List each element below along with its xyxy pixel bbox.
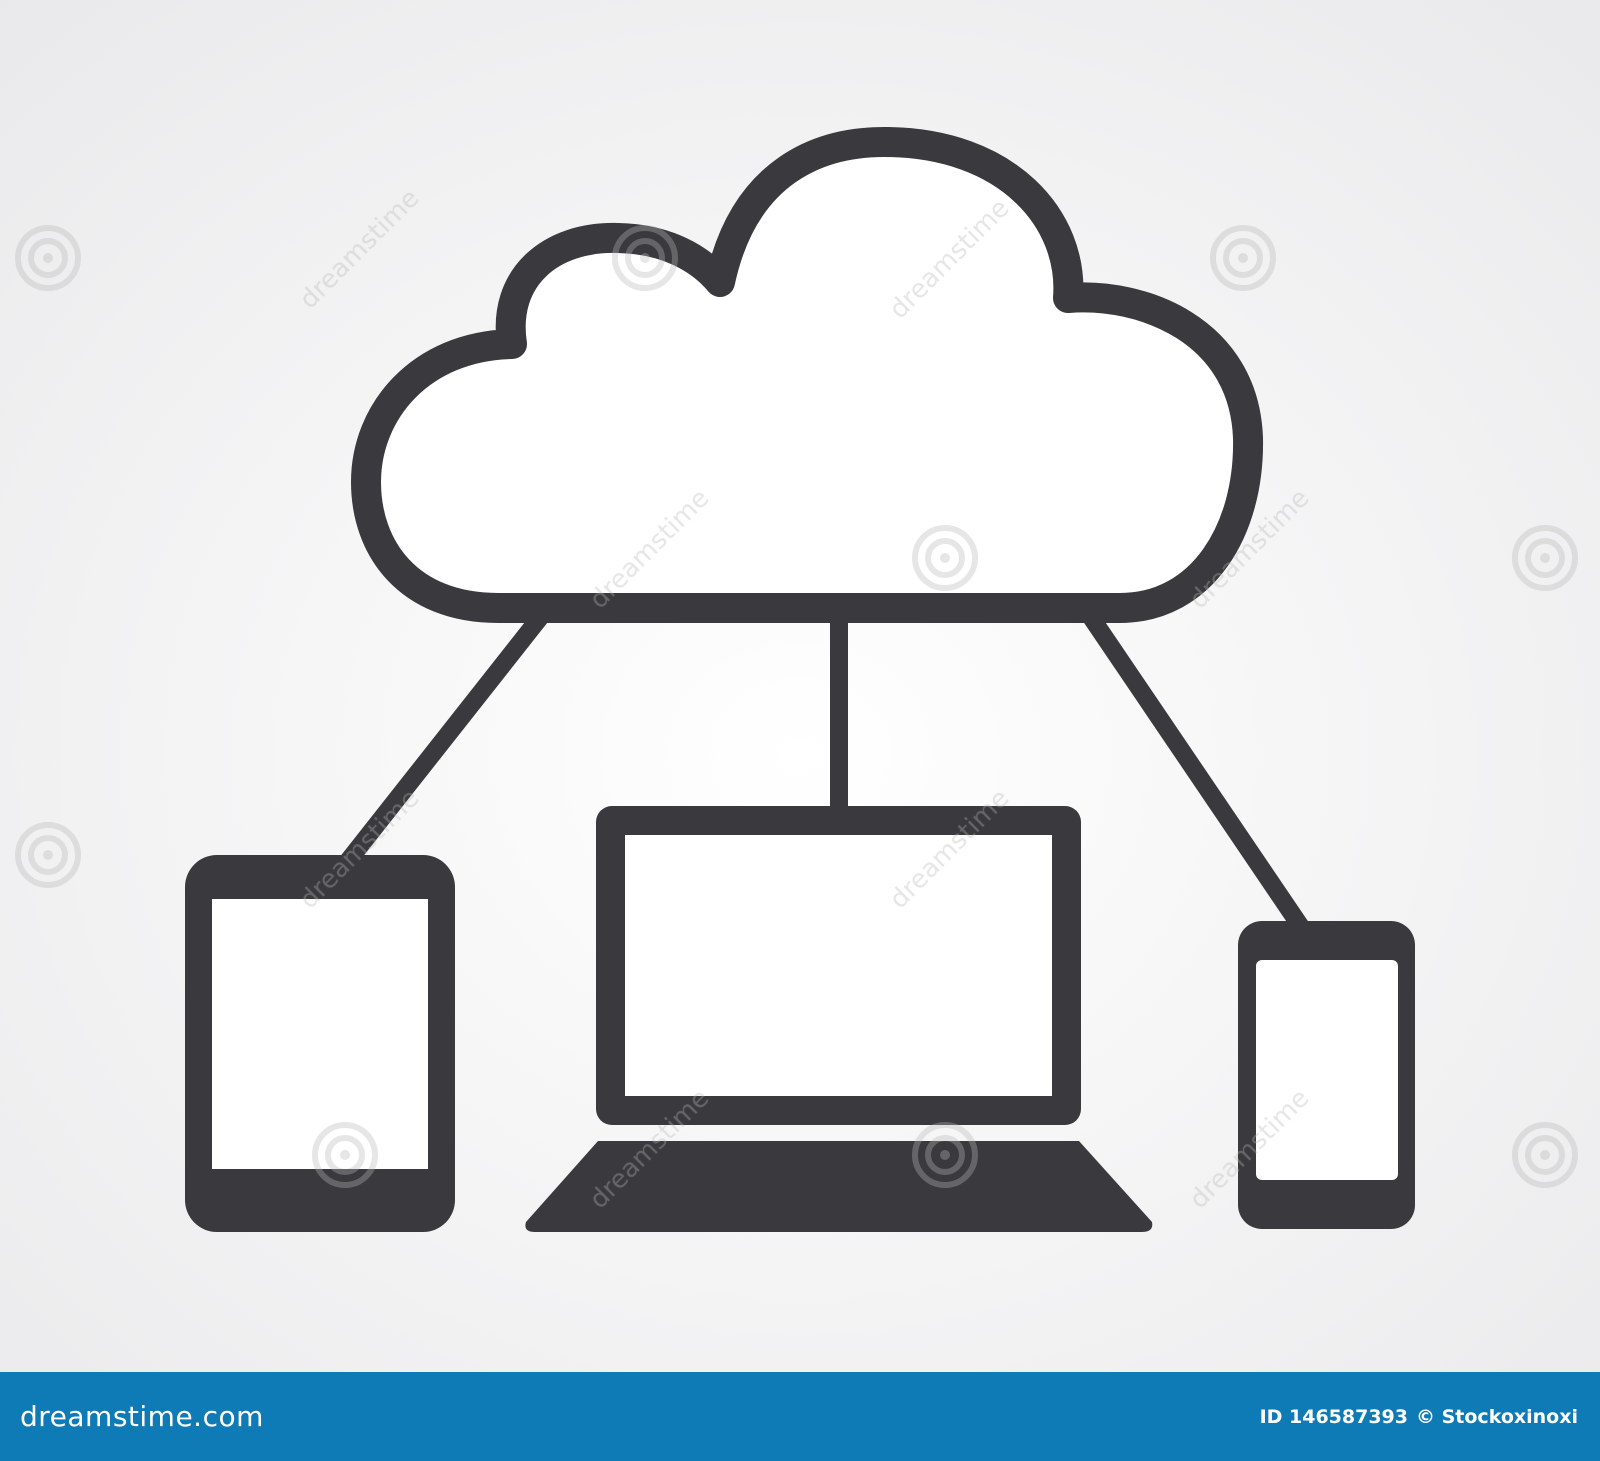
illustration-canvas: dreamstime dreamstime dreamstime dreamst… <box>0 0 1600 1372</box>
watermark-logo-icon <box>15 822 81 888</box>
laptop-keyboard-base <box>525 1141 1153 1232</box>
image-id: ID 146587393 <box>1259 1405 1408 1428</box>
watermark-logo-icon <box>1210 225 1276 291</box>
footer-bar: dreamstime.com ID 146587393 © Stockoxino… <box>0 1372 1600 1461</box>
illustration-svg: dreamstime dreamstime dreamstime dreamst… <box>0 0 1600 1372</box>
tablet-icon <box>185 855 455 1232</box>
smartphone-screen <box>1256 960 1398 1180</box>
tablet-screen <box>212 899 428 1169</box>
watermark-logo-icon <box>912 1122 978 1188</box>
connectors <box>339 607 1312 937</box>
laptop-screen <box>625 835 1052 1096</box>
copyright-text: © Stockoxinoxi <box>1416 1405 1578 1428</box>
right-connector <box>1080 607 1312 937</box>
watermark-logo-icon <box>312 1122 378 1188</box>
watermark-logo-icon <box>15 225 81 291</box>
watermark-logo-icon <box>1512 525 1578 591</box>
footer-brand: dreamstime.com <box>20 1400 264 1433</box>
smartphone-icon <box>1238 921 1415 1229</box>
watermark-logo-icon <box>1512 1122 1578 1188</box>
laptop-icon <box>525 806 1153 1232</box>
cloud-icon <box>351 127 1264 623</box>
watermark-logo-icon <box>912 525 978 591</box>
footer-credit: ID 146587393 © Stockoxinoxi <box>1260 1406 1578 1428</box>
left-connector <box>339 607 551 869</box>
watermark-logo-icon <box>612 225 678 291</box>
